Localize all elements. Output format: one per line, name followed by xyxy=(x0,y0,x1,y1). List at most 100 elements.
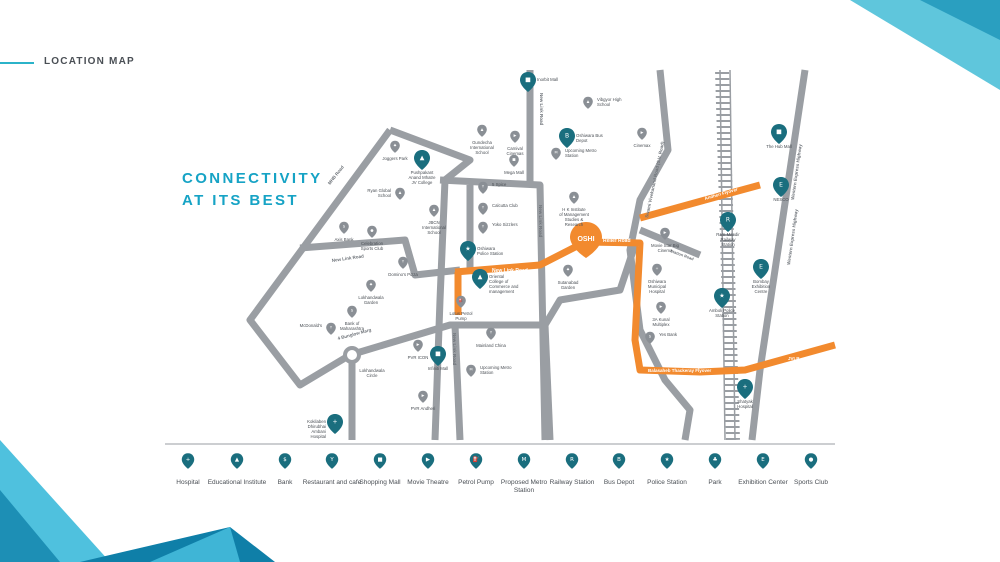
place-label: Joggers Park xyxy=(382,156,408,161)
svg-text:B: B xyxy=(617,457,621,463)
place-marker[interactable]: ▶Cinemax xyxy=(634,127,652,148)
movie-theatre-icon: ▶ xyxy=(421,453,435,469)
legend-item: B Bus Depot xyxy=(587,452,651,487)
metro-station-icon: M xyxy=(517,453,531,469)
place-marker[interactable]: ♣Joggers Park xyxy=(382,140,409,161)
legend-label: Movie Theatre xyxy=(407,479,449,486)
legend-item: ■ Shopping Mall xyxy=(348,452,412,487)
railway-station-icon: R xyxy=(565,453,579,469)
restaurant-icon: Y xyxy=(325,453,339,469)
header-rule xyxy=(0,62,34,64)
place-marker[interactable]: ▶PVR ICON xyxy=(408,339,429,360)
movie-theatre-glyph: ▶ xyxy=(641,131,644,135)
place-marker[interactable]: ■Inorbit Mall xyxy=(520,72,558,92)
place-marker[interactable]: $Axis Bank xyxy=(334,221,354,242)
hospital-icon: + xyxy=(181,453,195,469)
railway-line xyxy=(715,69,740,441)
bank-icon: $ xyxy=(278,453,292,469)
restaurant-glyph: Y xyxy=(482,206,485,210)
svg-text:$: $ xyxy=(283,457,287,463)
educational-institute-icon: ▲ xyxy=(230,453,244,469)
legend-label: Exhibition Center xyxy=(738,479,788,486)
place-label: NESCO xyxy=(773,197,789,202)
metro-station-glyph: M xyxy=(469,368,472,372)
police-station-glyph: ★ xyxy=(465,246,470,253)
restaurant-glyph: Y xyxy=(402,260,405,264)
educational-institute-glyph: ▲ xyxy=(481,128,484,132)
svg-text:★: ★ xyxy=(665,457,670,463)
bank-glyph: $ xyxy=(351,309,353,313)
lokhandwala-circle xyxy=(343,346,361,364)
bank-glyph: $ xyxy=(343,225,345,229)
place-marker[interactable]: $Yes Bank xyxy=(645,331,678,344)
place-marker[interactable]: ■Infiniti Mall xyxy=(428,346,448,371)
road-label-sv-road: Swami Vivekanand Road (S.V. Road) xyxy=(644,141,665,219)
legend-item: Y Restaurant and cafe xyxy=(300,452,364,487)
place-label: Inorbit Mall xyxy=(537,77,558,82)
road-label-new-link-road: New Link Road xyxy=(492,268,528,274)
road-label-new-link-vertical: New Link Road xyxy=(452,333,457,366)
svg-text:⛽: ⛽ xyxy=(473,456,480,463)
place-marker[interactable]: ■Mega Mall xyxy=(504,154,524,175)
legend-label: Bank xyxy=(277,479,293,486)
exhibition-center-glyph: E xyxy=(759,264,763,271)
movie-theatre-glyph: ▶ xyxy=(422,394,425,398)
svg-text:♣: ♣ xyxy=(713,457,718,463)
place-marker[interactable]: ▶PVR Andheri xyxy=(411,390,436,411)
svg-text:Y: Y xyxy=(329,457,334,463)
educational-institute-glyph: ▲ xyxy=(433,208,436,212)
movie-theatre-glyph: ▶ xyxy=(660,305,663,309)
oshi-marker[interactable]: OSHI xyxy=(570,222,602,258)
legend-label: Hospital xyxy=(176,479,200,486)
restaurant-glyph: Y xyxy=(490,331,493,335)
road-label-new-link-upper: New Link Road xyxy=(539,93,544,126)
shopping-mall-glyph: ■ xyxy=(512,158,516,162)
park-glyph: ♣ xyxy=(369,283,372,287)
educational-institute-glyph: ▲ xyxy=(587,100,590,104)
place-marker[interactable]: ■The Hub Mall xyxy=(766,124,792,149)
movie-theatre-glyph: ▶ xyxy=(514,134,517,138)
